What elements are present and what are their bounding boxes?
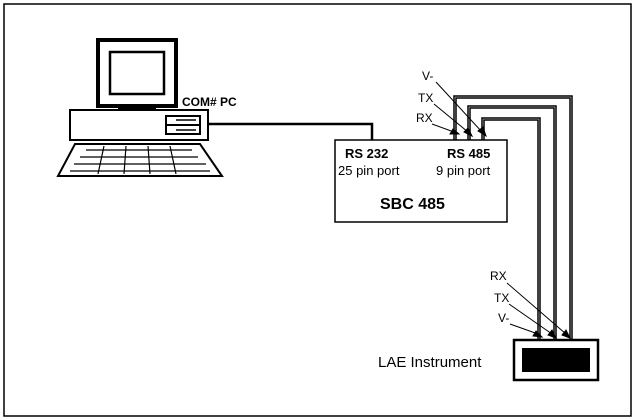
top-signal-v: V-	[422, 69, 433, 83]
top-signal-arrows	[431, 81, 487, 138]
top-signal-labels: V- TX RX	[416, 69, 433, 125]
sbc-name: SBC 485	[380, 196, 445, 213]
computer-icon	[56, 38, 224, 177]
rs232-cable	[208, 122, 374, 140]
lae-instrument	[512, 338, 600, 382]
top-signal-tx: TX	[418, 91, 433, 105]
monitor	[96, 38, 178, 110]
keyboard	[56, 143, 224, 177]
system-unit	[69, 109, 209, 141]
sbc-485-box	[334, 139, 508, 223]
bottom-signal-labels: RX TX V-	[490, 269, 509, 325]
rs485-subtitle: 9 pin port	[436, 163, 491, 178]
rs485-title: RS 485	[447, 146, 490, 161]
bottom-signal-arrows	[506, 282, 572, 339]
pc-label: COM# PC	[182, 95, 237, 109]
rs232-subtitle: 25 pin port	[338, 163, 400, 178]
rs232-title: RS 232	[345, 146, 388, 161]
instrument-label: LAE Instrument	[378, 354, 482, 371]
bottom-signal-tx: TX	[494, 291, 509, 305]
bottom-signal-rx: RX	[490, 269, 507, 283]
bottom-signal-v: V-	[498, 311, 509, 325]
top-signal-rx: RX	[416, 111, 433, 125]
